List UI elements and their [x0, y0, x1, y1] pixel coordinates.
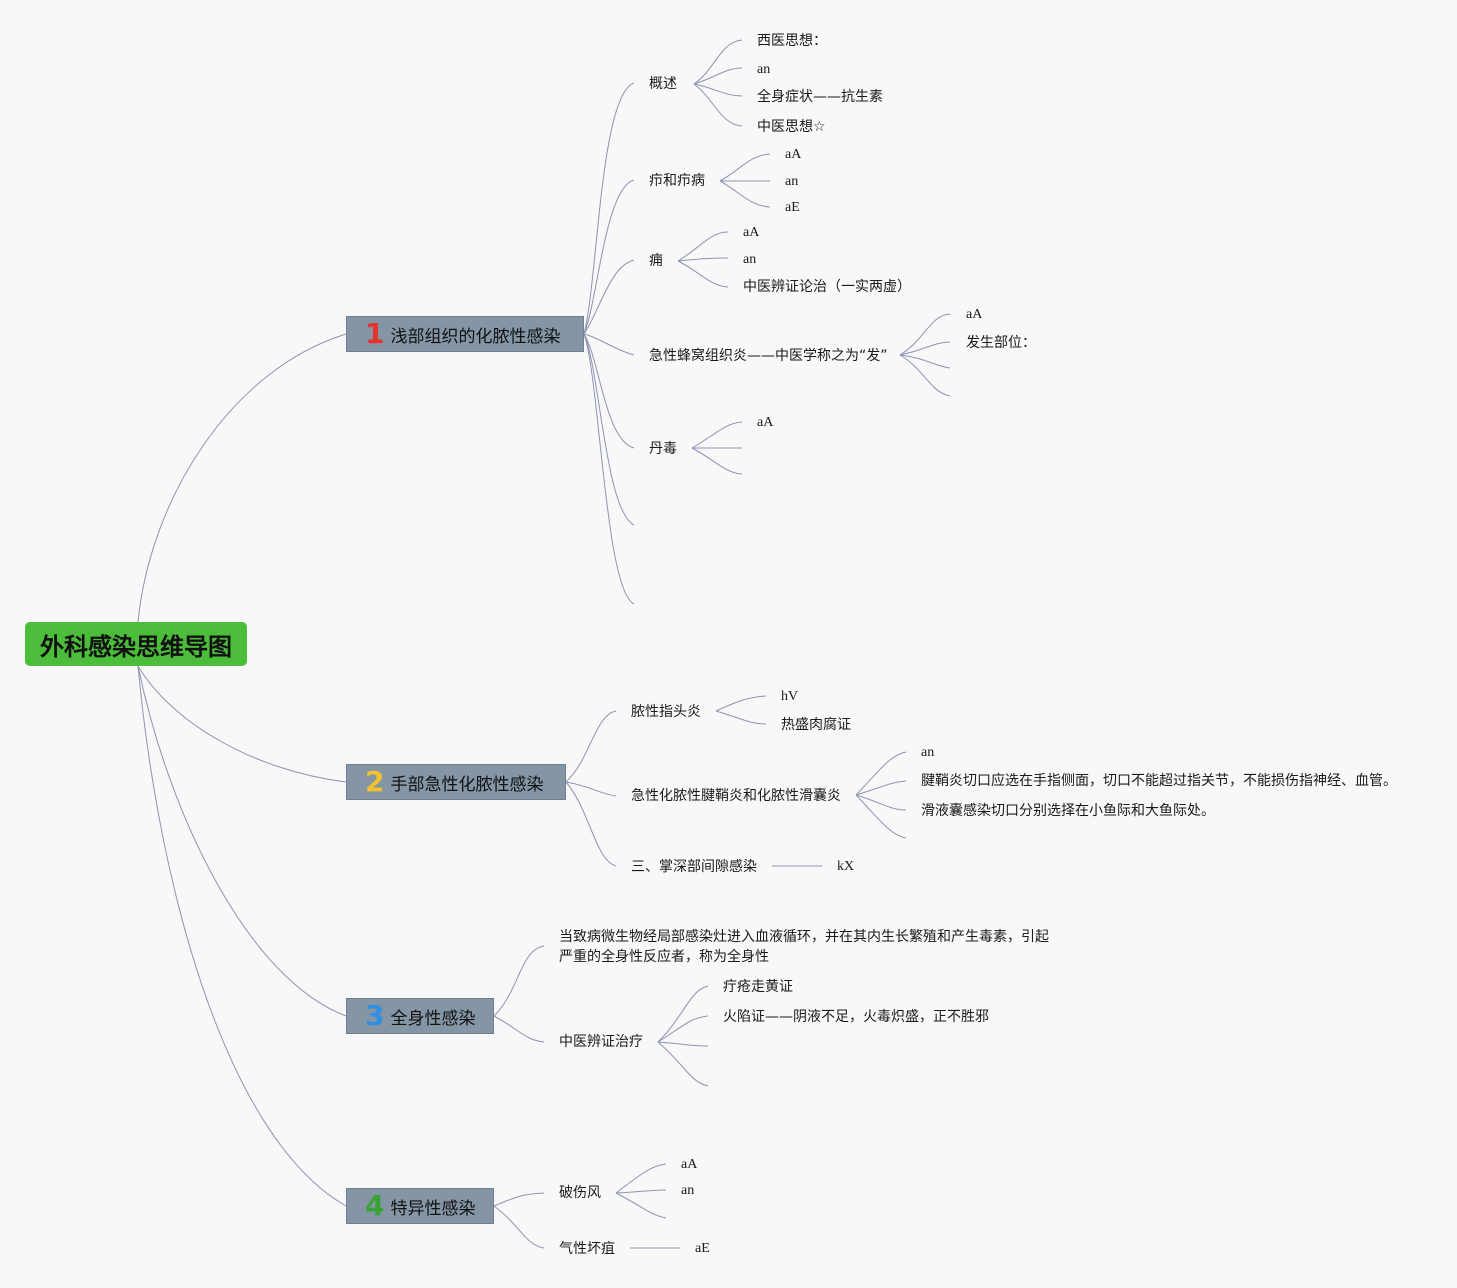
- branch-number: 1: [365, 317, 385, 350]
- branch-number: 3: [365, 999, 385, 1032]
- link-b1-c7: [583, 333, 635, 605]
- link-b1-c1: [583, 82, 635, 335]
- link-b2-c2: [565, 781, 617, 797]
- topic-cellulitis[interactable]: 急性蜂窝组织炎——中医学称之为“发”: [649, 348, 888, 364]
- leaf[interactable]: kX: [837, 859, 855, 874]
- topic-erysipelas[interactable]: 丹毒: [649, 441, 677, 457]
- leaf[interactable]: 热盛肉腐证: [781, 717, 851, 733]
- topic-tetanus[interactable]: 破伤风: [559, 1185, 601, 1201]
- topic-felon[interactable]: 脓性指头炎: [631, 704, 701, 720]
- link-b3-c1: [493, 945, 545, 1017]
- branch-label: 全身性感染: [390, 1008, 476, 1029]
- branch-3-node[interactable]: 3 全身性感染: [346, 998, 494, 1034]
- link-b1-c5: [583, 333, 635, 449]
- leaf[interactable]: 全身症状——抗生素: [757, 89, 883, 105]
- leaf[interactable]: aE: [785, 200, 800, 215]
- link-root-b4: [137, 665, 347, 1207]
- topic-definition-line2[interactable]: 严重的全身性反应者，称为全身性: [559, 949, 769, 965]
- link-root-b1: [137, 333, 347, 623]
- leaf[interactable]: aA: [757, 415, 774, 430]
- branch-label: 浅部组织的化脓性感染: [390, 326, 561, 347]
- leaf[interactable]: 西医思想：: [757, 33, 827, 49]
- link-b1-c4: [583, 333, 635, 356]
- topic-deep-palmar[interactable]: 三、掌深部间隙感染: [631, 859, 757, 875]
- link-b1-c6: [583, 333, 635, 526]
- leaf[interactable]: aA: [743, 225, 760, 240]
- link-root-b3: [137, 665, 347, 1017]
- branch-4-node[interactable]: 4 特异性感染: [346, 1188, 494, 1224]
- link-b4-c1: [493, 1192, 545, 1207]
- topic-definition-line1[interactable]: 当致病微生物经局部感染灶进入血液循环，并在其内生长繁殖和产生毒素，引起: [559, 929, 1049, 945]
- branch-number: 2: [365, 765, 385, 798]
- link-root-b2: [137, 665, 347, 783]
- leaf[interactable]: 腱鞘炎切口应选在手指侧面，切口不能超过指关节，不能损伤指神经、血管。: [921, 773, 1397, 789]
- link-b3-c2: [493, 1015, 545, 1043]
- leaf[interactable]: 疔疮走黄证: [723, 979, 793, 995]
- branch-number: 4: [365, 1189, 385, 1222]
- leaf[interactable]: an: [785, 174, 799, 189]
- leaf[interactable]: an: [921, 745, 935, 760]
- topic-gas-gangrene[interactable]: 气性坏疽: [559, 1241, 615, 1257]
- leaf[interactable]: aA: [966, 307, 983, 322]
- leaf[interactable]: 火陷证——阴液不足，火毒炽盛，正不胜邪: [723, 1009, 989, 1025]
- link-b2-c3: [565, 781, 617, 867]
- leaf[interactable]: hV: [781, 689, 799, 704]
- branch-label: 特异性感染: [390, 1198, 476, 1219]
- branch-2-node[interactable]: 2 手部急性化脓性感染: [346, 764, 566, 800]
- leaf[interactable]: an: [757, 62, 771, 77]
- link-b4-c2: [493, 1205, 545, 1249]
- branch-1-node[interactable]: 1 浅部组织的化脓性感染: [346, 316, 584, 352]
- leaf[interactable]: 滑液囊感染切口分别选择在小鱼际和大鱼际处。: [921, 803, 1215, 819]
- leaf[interactable]: aA: [681, 1157, 698, 1172]
- topic-tcm-treatment[interactable]: 中医辨证治疗: [559, 1034, 643, 1050]
- topic-carbuncle[interactable]: 痈: [649, 253, 663, 269]
- leaf[interactable]: 中医思想☆: [757, 119, 826, 135]
- leaf[interactable]: 中医辨证论治（一实两虚）: [743, 279, 911, 295]
- link-b1-c2: [583, 179, 635, 335]
- topic-tenosynovitis[interactable]: 急性化脓性腱鞘炎和化脓性滑囊炎: [631, 788, 841, 804]
- leaf[interactable]: an: [681, 1183, 695, 1198]
- topic-furuncle[interactable]: 疖和疖病: [649, 173, 705, 189]
- topic-overview[interactable]: 概述: [649, 76, 677, 92]
- leaf[interactable]: aE: [695, 1241, 710, 1256]
- root-node[interactable]: 外科感染思维导图: [25, 622, 247, 666]
- link-b2-c1: [565, 710, 617, 783]
- leaf[interactable]: an: [743, 252, 757, 267]
- link-b1-c3: [583, 259, 635, 335]
- branch-label: 手部急性化脓性感染: [390, 774, 544, 795]
- leaf[interactable]: aA: [785, 147, 802, 162]
- leaf[interactable]: 发生部位：: [966, 335, 1036, 351]
